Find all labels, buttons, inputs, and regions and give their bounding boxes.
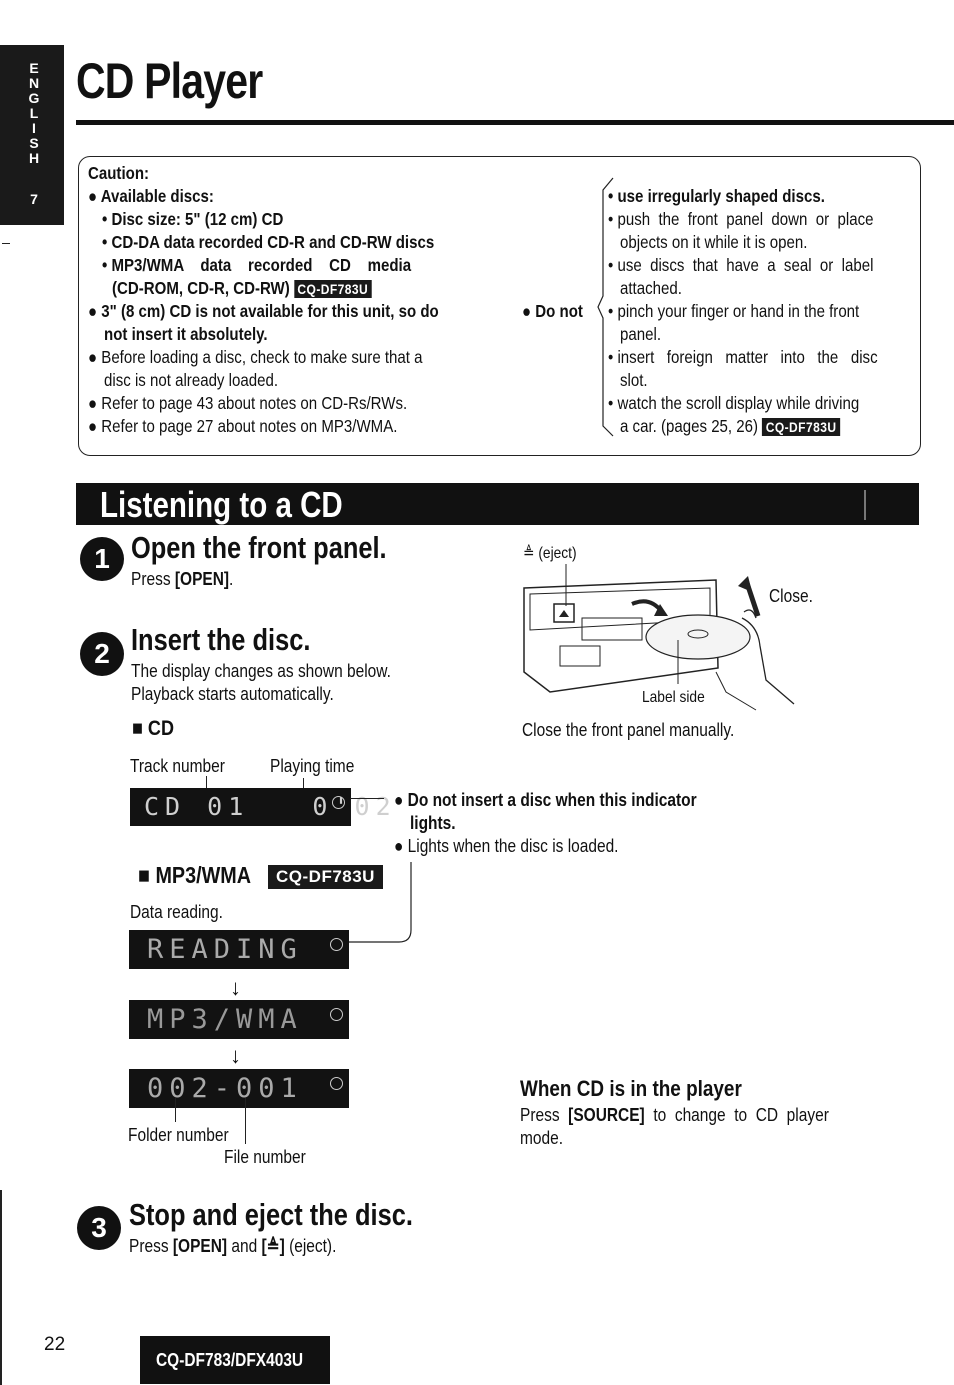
when-cd-text-cont: mode. (520, 1128, 564, 1148)
playing-time-label: Playing time (270, 756, 355, 776)
indicator-loaded-note: ● Lights when the disc is loaded. (394, 836, 619, 856)
mp3-model-tag: CQ-DF783U (268, 865, 383, 889)
folder-number-pointer (175, 1098, 176, 1122)
lcd-mp3-display: MP3/WMA (129, 1000, 349, 1039)
eject-label: ≜ (eject) (523, 545, 577, 562)
close-label: Close. (769, 586, 813, 606)
arrow-down-icon: ↓ (230, 975, 241, 1000)
left-rule (0, 1190, 2, 1385)
step-3-title: Stop and eject the disc. (129, 1197, 413, 1232)
page-title: CD Player (76, 53, 263, 109)
section-title: Listening to a CD (100, 484, 343, 525)
file-number-label: File number (224, 1147, 306, 1167)
dont-pinch: • pinch your finger or hand in the front (608, 301, 860, 321)
dont-push-panel: • push the front panel down or place (608, 209, 874, 229)
disc-indicator-icon (332, 796, 345, 809)
indicator-leader-line (350, 798, 384, 799)
caution-heading: Caution: (88, 163, 150, 183)
disc-indicator-icon (330, 1008, 343, 1021)
lcd-folder-display: 002-001 (129, 1069, 349, 1108)
three-inch-note-cont: not insert it absolutely. (104, 324, 268, 344)
folder-number-label: Folder number (128, 1125, 229, 1145)
available-discs: ● Available discs: (88, 186, 214, 206)
step-1-number: 1 (80, 537, 124, 581)
section-number: 7 (30, 191, 38, 207)
label-side-label: Label side (642, 689, 705, 706)
track-number-pointer (206, 776, 207, 790)
step-1-text: Press [OPEN]. (131, 569, 234, 589)
disc-indicator-icon (330, 938, 343, 951)
indicator-warning-cont: lights. (410, 813, 456, 833)
data-reading-label: Data reading. (130, 902, 223, 922)
dont-foreign-matter: • insert foreign matter into the disc (608, 347, 878, 367)
section-header-bar (76, 483, 919, 525)
before-loading-note: ● Before loading a disc, check to make s… (88, 347, 423, 367)
mp3-discs: • MP3/WMA data recorded CD media (102, 255, 412, 275)
disc-size: • Disc size: 5" (12 cm) CD (102, 209, 284, 229)
do-not-label: ● Do not (522, 301, 583, 321)
step-3-number: 3 (77, 1206, 121, 1250)
dont-push-panel-cont: objects on it while it is open. (620, 232, 808, 252)
three-inch-note: ● 3" (8 cm) CD is not available for this… (88, 301, 439, 321)
side-dash (2, 243, 10, 244)
cdda-discs: • CD-DA data recorded CD-R and CD-RW dis… (102, 232, 435, 252)
caution-box (78, 156, 921, 456)
dont-foreign-matter-cont: slot. (620, 370, 648, 390)
dont-seal-label: • use discs that have a seal or label (608, 255, 874, 275)
indicator-warning: ● Do not insert a disc when this indicat… (394, 790, 697, 810)
playing-time-pointer (303, 778, 304, 790)
disc-indicator-icon (330, 1077, 343, 1090)
track-number-label: Track number (130, 756, 225, 776)
lcd-cd-display: CD 01 0'02 (130, 788, 391, 826)
when-cd-title: When CD is in the player (520, 1076, 742, 1101)
section-bar-tick (864, 490, 866, 520)
dont-scroll-display-cont: a car. (pages 25, 26) CQ-DF783U (620, 415, 840, 438)
when-cd-text: Press [SOURCE] to change to CD player (520, 1105, 829, 1125)
mp3-wma-label: ■ MP3/WMA (138, 862, 252, 888)
step-2-title: Insert the disc. (131, 622, 311, 657)
dont-scroll-display: • watch the scroll display while driving (608, 393, 860, 413)
model-tag: CQ-DF783U (293, 280, 372, 298)
step-3-text: Press [OPEN] and [≜] (eject). (129, 1236, 337, 1256)
cd-insertion-illustration (523, 564, 795, 711)
brace-icon (597, 177, 614, 437)
cd-label: ■ CD (132, 717, 175, 740)
file-number-pointer (245, 1098, 246, 1144)
dont-pinch-cont: panel. (620, 324, 662, 344)
page-number: 22 (44, 1334, 66, 1355)
close-panel-caption: Close the front panel manually. (522, 720, 735, 740)
lcd-reading-display: READING (129, 930, 349, 969)
refer-page-27: ● Refer to page 27 about notes on MP3/WM… (88, 416, 398, 436)
arrow-down-icon: ↓ (230, 1043, 241, 1068)
indicator-bracket-line (349, 862, 412, 943)
footer-model-badge: CQ-DF783/DFX403U (140, 1336, 330, 1384)
step-2-number: 2 (80, 632, 124, 676)
dont-irregular: • use irregularly shaped discs. (608, 186, 825, 206)
step-2-line-1: The display changes as shown below. (131, 661, 391, 681)
step-2-line-2: Playback starts automatically. (131, 684, 334, 704)
mp3-media-types: (CD-ROM, CD-R, CD-RW) CQ-DF783U (112, 277, 372, 300)
title-rule (76, 120, 954, 125)
refer-page-43: ● Refer to page 43 about notes on CD-Rs/… (88, 393, 408, 413)
before-loading-note-cont: disc is not already loaded. (104, 370, 279, 390)
dont-seal-label-cont: attached. (620, 278, 682, 298)
step-1-title: Open the front panel. (131, 530, 387, 565)
